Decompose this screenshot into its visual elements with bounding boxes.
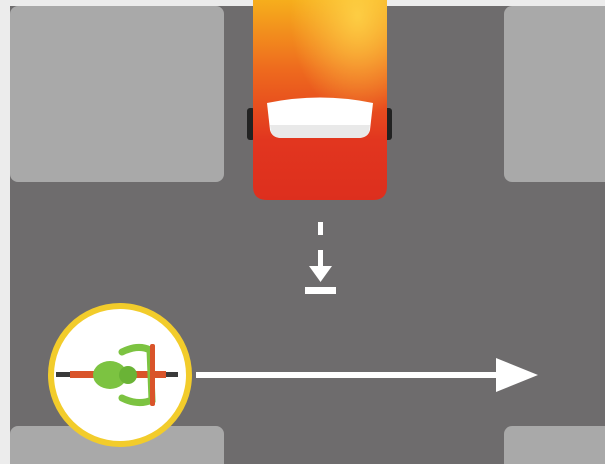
stop-line (305, 287, 336, 294)
sidewalk-top-left (10, 6, 224, 182)
car-windshield-shade (270, 125, 370, 138)
bike-handlebar (150, 344, 155, 406)
cyclist-top-view-icon (48, 303, 192, 447)
cyclist-head (119, 366, 137, 384)
red-car-top-view-icon (247, 0, 392, 200)
sidewalk-top-right (504, 6, 605, 182)
stop-dash-1 (318, 222, 323, 235)
direction-arrow-shaft (196, 372, 502, 378)
sidewalk-bottom-right (504, 426, 605, 464)
